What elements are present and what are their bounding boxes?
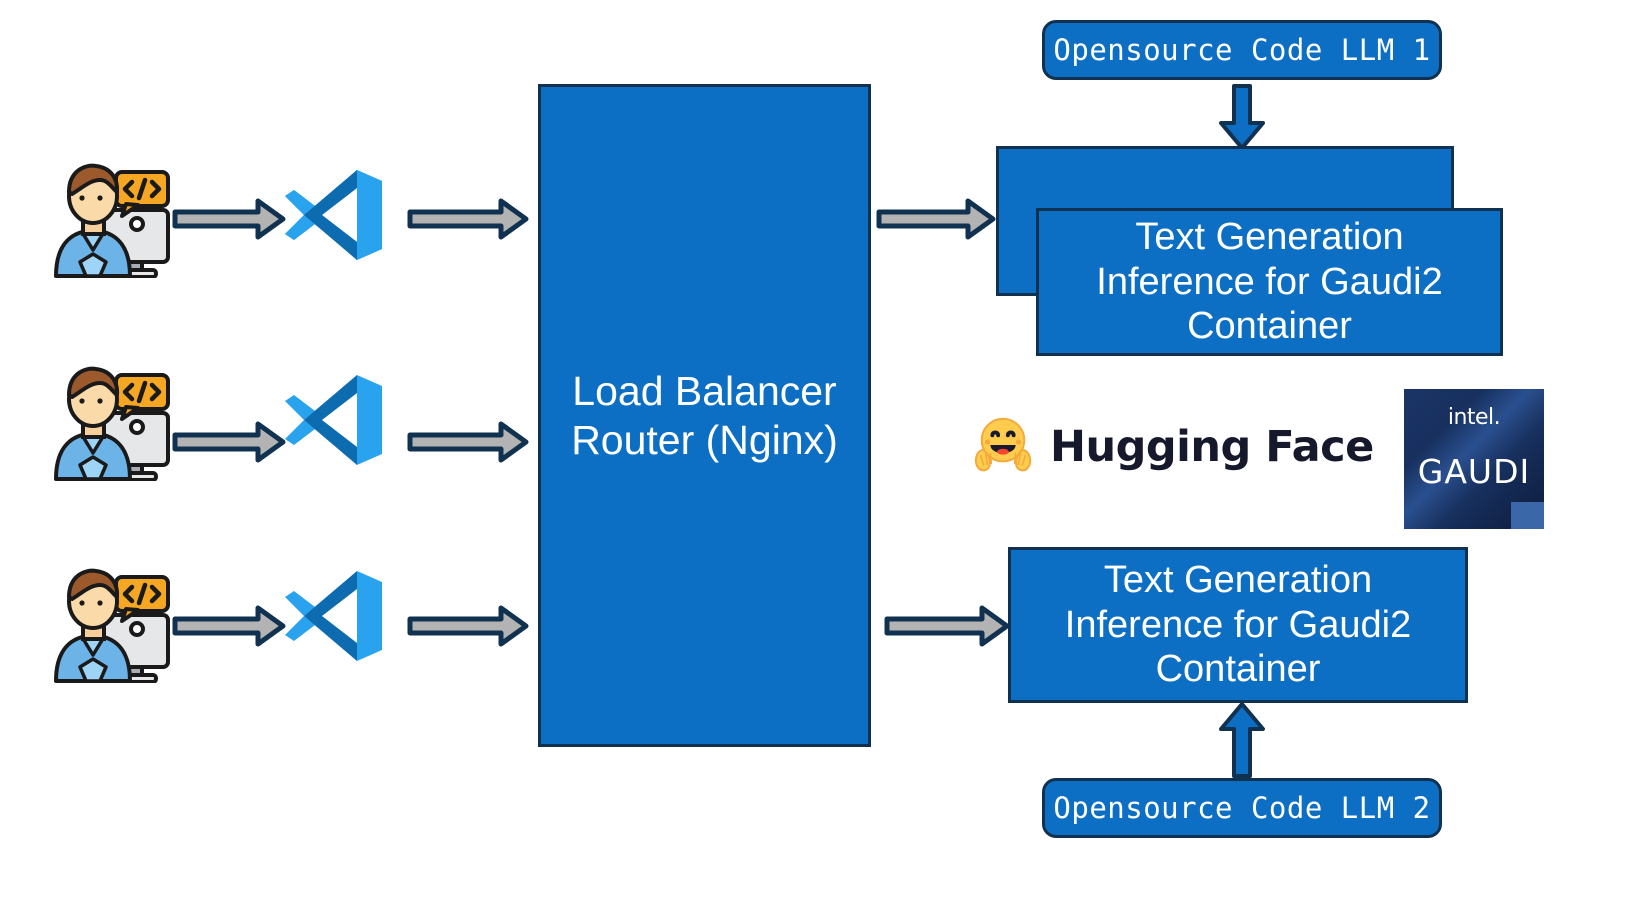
flow-arrow-dev2-to-editor <box>172 420 286 464</box>
tgi-bottom-line2: Inference for Gaudi2 <box>1064 603 1412 646</box>
intel-brand-label: intel. <box>1447 405 1501 430</box>
opensource-code-llm-2-box: Opensource Code LLM 2 <box>1042 778 1442 838</box>
load-balancer-line1: Load Balancer <box>572 368 837 415</box>
tgi-top-line2: Inference for Gaudi2 <box>1096 260 1443 303</box>
tgi-bottom-line3: Container <box>1155 648 1321 691</box>
load-balancer-box: Load Balancer Router (Nginx) <box>538 84 871 747</box>
vscode-icon <box>282 371 386 469</box>
vscode-icon <box>282 166 386 264</box>
developer-icon <box>42 361 172 481</box>
flow-arrow-editor3-to-lb <box>407 604 529 648</box>
tgi-container-top-box: Text Generation Inference for Gaudi2 Con… <box>1036 208 1503 356</box>
llm-bottom-label: Opensource Code LLM 2 <box>1053 790 1431 825</box>
tgi-bottom-line1: Text Generation <box>1103 558 1373 601</box>
flow-arrow-editor1-to-lb <box>407 197 529 241</box>
flow-arrow-editor2-to-lb <box>407 420 529 464</box>
tgi-container-bottom-box: Text Generation Inference for Gaudi2 Con… <box>1008 547 1468 703</box>
gaudi-corner-accent <box>1511 502 1544 529</box>
vscode-icon <box>282 567 386 665</box>
flow-arrow-dev3-to-editor <box>172 604 286 648</box>
tgi-top-line3: Container <box>1187 305 1352 348</box>
hugging-face-emoji-icon <box>972 413 1034 480</box>
load-balancer-line2: Router (Nginx) <box>571 416 838 463</box>
hugging-face-wordmark: Hugging Face <box>1050 421 1374 472</box>
opensource-code-llm-1-box: Opensource Code LLM 1 <box>1042 20 1442 80</box>
gaudi-product-label: GAUDI <box>1417 452 1531 491</box>
tgi-top-line1: Text Generation <box>1135 215 1404 258</box>
developer-icon <box>42 563 172 683</box>
hugging-face-logo: Hugging Face <box>972 413 1374 480</box>
developer-icon <box>42 158 172 278</box>
flow-arrow-llm1-to-tgi-top <box>1216 83 1268 151</box>
flow-arrow-lb-to-tgi-bottom <box>884 604 1010 648</box>
intel-gaudi-badge: intel. GAUDI <box>1404 389 1544 529</box>
flow-arrow-llm2-to-tgi-bottom <box>1216 700 1268 780</box>
llm-top-label: Opensource Code LLM 1 <box>1053 32 1431 67</box>
flow-arrow-lb-to-tgi-top <box>876 197 996 241</box>
flow-arrow-dev1-to-editor <box>172 197 286 241</box>
